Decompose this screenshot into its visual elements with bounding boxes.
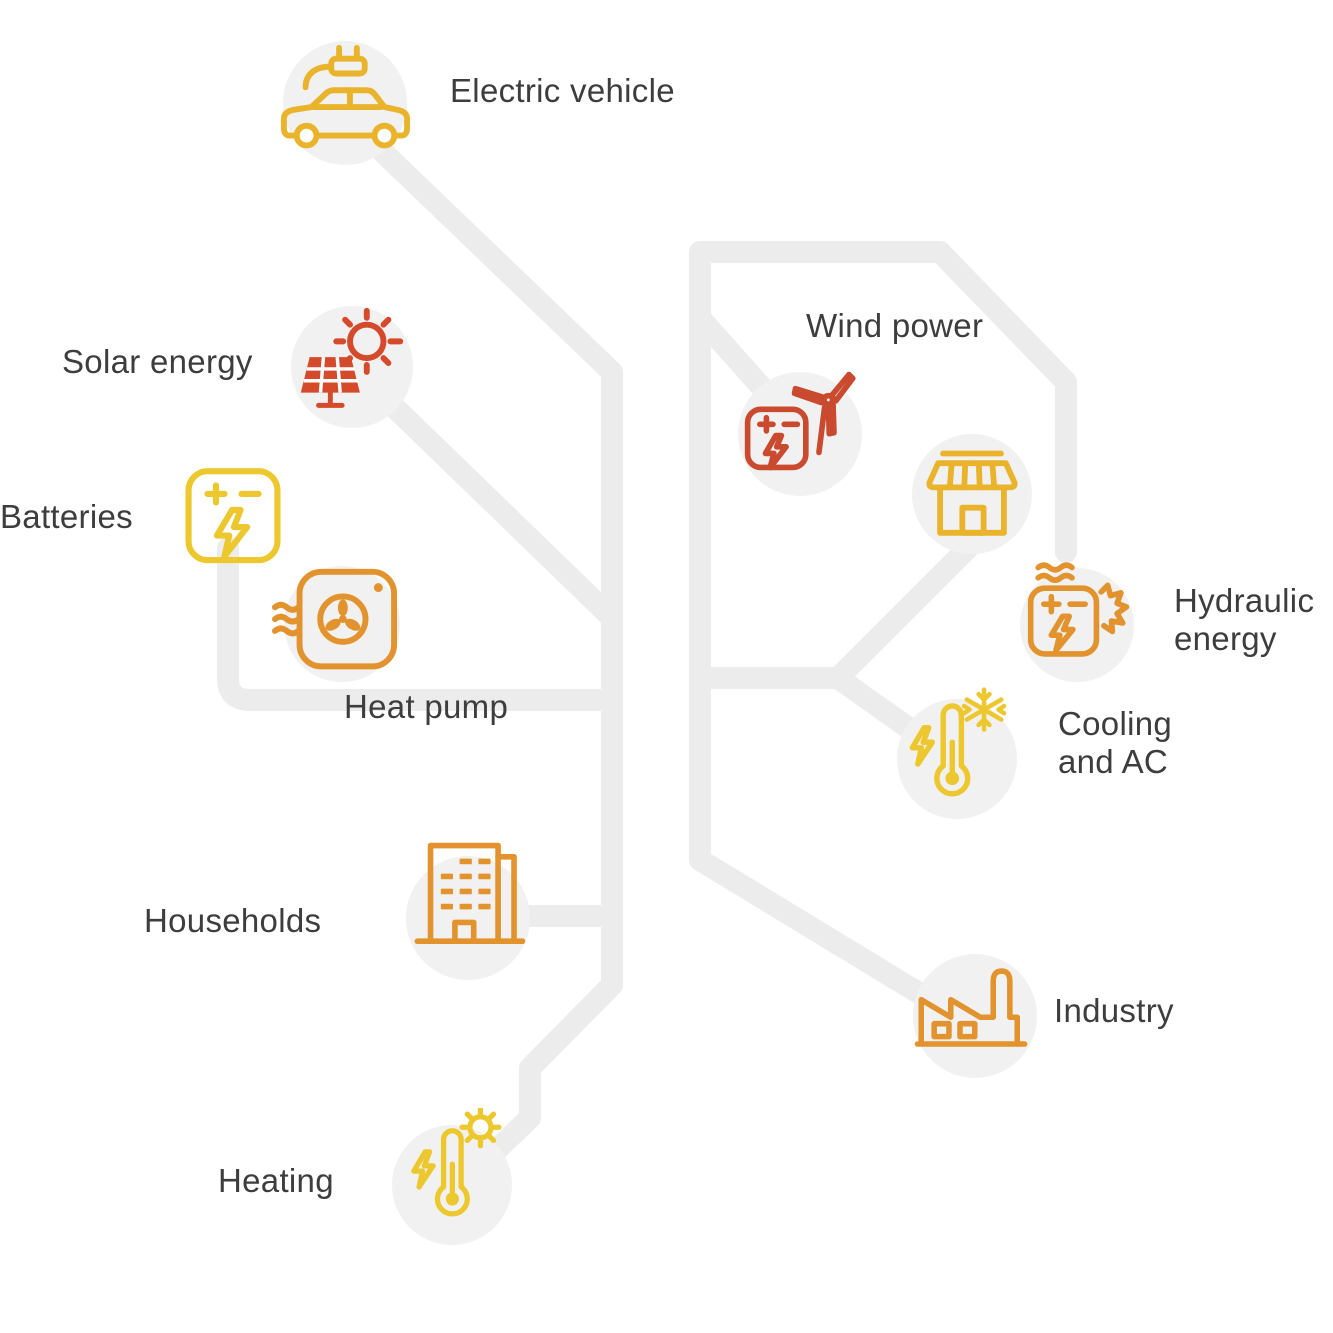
storefront-icon: [926, 450, 1018, 536]
apartment-building-icon: [414, 842, 526, 945]
water-battery-splash-icon: [1027, 562, 1130, 657]
factory-icon: [914, 968, 1028, 1047]
households-label: Households: [144, 902, 322, 939]
sun-solar-panel-icon: [300, 307, 404, 408]
solar-energy-label: Solar energy: [62, 343, 253, 380]
thermometer-snowflake-icon: [909, 687, 1007, 797]
heat-pump-fan-icon: [271, 568, 398, 670]
thermometer-sun-icon: [411, 1108, 502, 1217]
battery-bolt-icon: [185, 468, 281, 564]
connector-ev-trunk-heating: [351, 121, 623, 1191]
industry-label: Industry: [1054, 992, 1174, 1029]
electric-vehicle-label: Electric vehicle: [450, 72, 675, 109]
wind-power-label: Wind power: [806, 307, 984, 344]
heating-label: Heating: [218, 1162, 334, 1199]
wind-turbine-battery-icon: [744, 371, 856, 471]
connector-right-trunk: [689, 241, 1077, 1023]
electric-car-plug-icon: [280, 44, 411, 149]
hydraulic-energy-label: Hydraulic energy: [1174, 582, 1315, 657]
connector-store: [689, 537, 979, 689]
connector-solar: [347, 361, 623, 629]
cooling-ac-label: Cooling and AC: [1058, 705, 1173, 780]
connector-batteries: [217, 537, 623, 711]
heat-pump-label: Heat pump: [344, 688, 509, 725]
batteries-label: Batteries: [0, 498, 133, 535]
